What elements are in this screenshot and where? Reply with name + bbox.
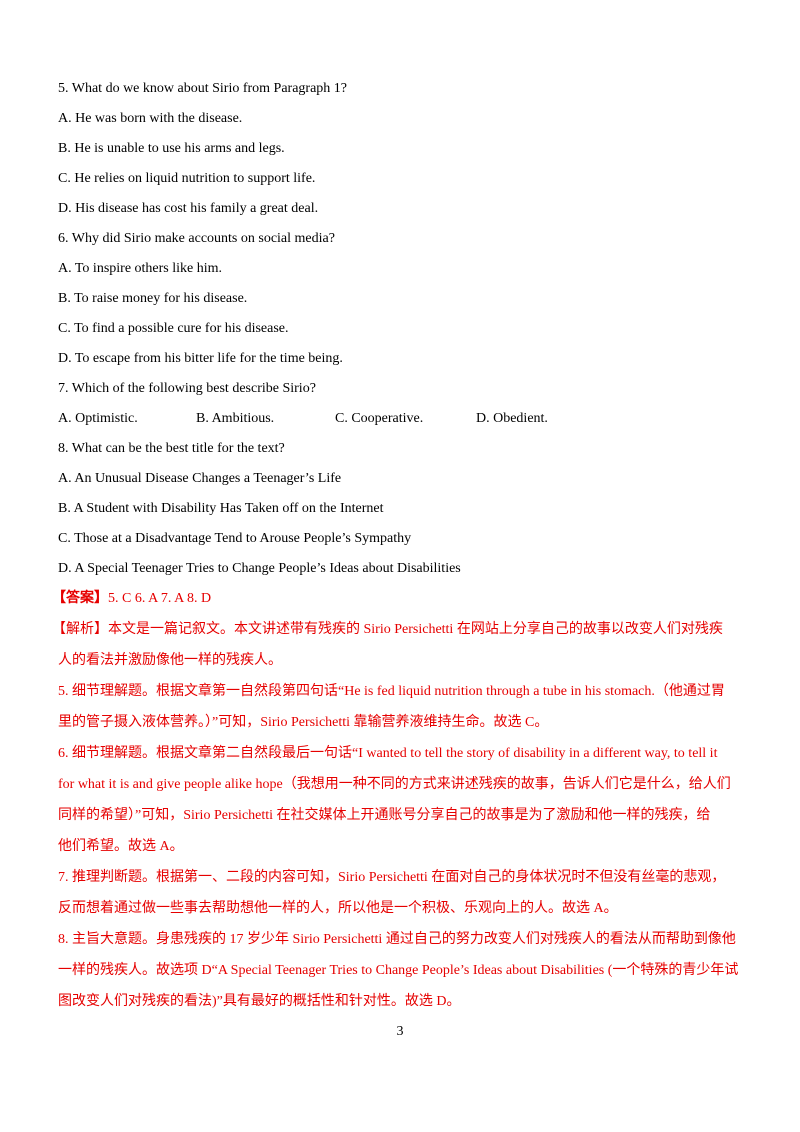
question-8-stem: 8. What can be the best title for the te… <box>58 441 285 456</box>
analysis-line-8: 他们希望。故选 A。 <box>58 839 184 854</box>
analysis-line-2: 人的看法并激励像他一样的残疾人。 <box>58 653 282 668</box>
question-7-option-d: D. Obedient. <box>476 411 548 426</box>
analysis-line-13: 图改变人们对残疾的看法)”具有最好的概括性和针对性。故选 D。 <box>58 994 461 1009</box>
question-6-option-b: B. To raise money for his disease. <box>58 291 248 306</box>
question-6-stem: 6. Why did Sirio make accounts on social… <box>58 231 335 246</box>
question-8-option-a: A. An Unusual Disease Changes a Teenager… <box>58 471 342 486</box>
question-5-stem: 5. What do we know about Sirio from Para… <box>58 81 348 96</box>
analysis-line-12: 一样的残疾人。故选项 D“A Special Teenager Tries to… <box>58 963 739 978</box>
question-8-option-b: B. A Student with Disability Has Taken o… <box>58 501 384 516</box>
analysis-line-1: 【解析】本文是一篇记叙文。本文讲述带有残疾的 Sirio Persichetti… <box>52 622 723 637</box>
question-6-option-c: C. To find a possible cure for his disea… <box>58 321 289 336</box>
question-7-option-c: C. Cooperative. <box>335 411 424 426</box>
analysis-line-3: 5. 细节理解题。根据文章第一自然段第四句话“He is fed liquid … <box>58 684 725 699</box>
page-number: 3 <box>396 1024 404 1039</box>
question-7-stem: 7. Which of the following best describe … <box>58 381 316 396</box>
question-7-option-a: A. Optimistic. <box>58 411 138 426</box>
analysis-line-7: 同样的希望）”可知，Sirio Persichetti 在社交媒体上开通账号分享… <box>58 808 711 823</box>
question-5-option-a: A. He was born with the disease. <box>58 111 243 126</box>
answer-value: 5. C 6. A 7. A 8. D <box>108 591 212 606</box>
question-6-option-a: A. To inspire others like him. <box>58 261 223 276</box>
question-8-option-d: D. A Special Teenager Tries to Change Pe… <box>58 561 461 576</box>
question-8-option-c: C. Those at a Disadvantage Tend to Arous… <box>58 531 412 546</box>
analysis-line-9: 7. 推理判断题。根据第一、二段的内容可知，Sirio Persichetti … <box>58 870 726 885</box>
analysis-line-5: 6. 细节理解题。根据文章第二自然段最后一句话“I wanted to tell… <box>58 746 718 761</box>
question-7-options: A. Optimistic. B. Ambitious. C. Cooperat… <box>58 410 548 428</box>
question-6-option-d: D. To escape from his bitter life for th… <box>58 351 343 366</box>
answer-label: 【答案】 <box>52 591 108 606</box>
analysis-line-4: 里的管子摄入液体营养。）”可知，Sirio Persichetti 靠输营养液维… <box>58 715 549 730</box>
question-7-option-b: B. Ambitious. <box>196 411 275 426</box>
answer-line: 【答案】5. C 6. A 7. A 8. D <box>52 590 211 608</box>
analysis-line-6: for what it is and give people alike hop… <box>58 777 731 792</box>
question-5-option-d: D. His disease has cost his family a gre… <box>58 201 319 216</box>
question-5-option-c: C. He relies on liquid nutrition to supp… <box>58 171 316 186</box>
question-5-option-b: B. He is unable to use his arms and legs… <box>58 141 285 156</box>
analysis-line-11: 8. 主旨大意题。身患残疾的 17 岁少年 Sirio Persichetti … <box>58 932 736 947</box>
analysis-line-10: 反而想着通过做一些事去帮助想他一样的人，所以他是一个积极、乐观向上的人。故选 A… <box>58 901 618 916</box>
